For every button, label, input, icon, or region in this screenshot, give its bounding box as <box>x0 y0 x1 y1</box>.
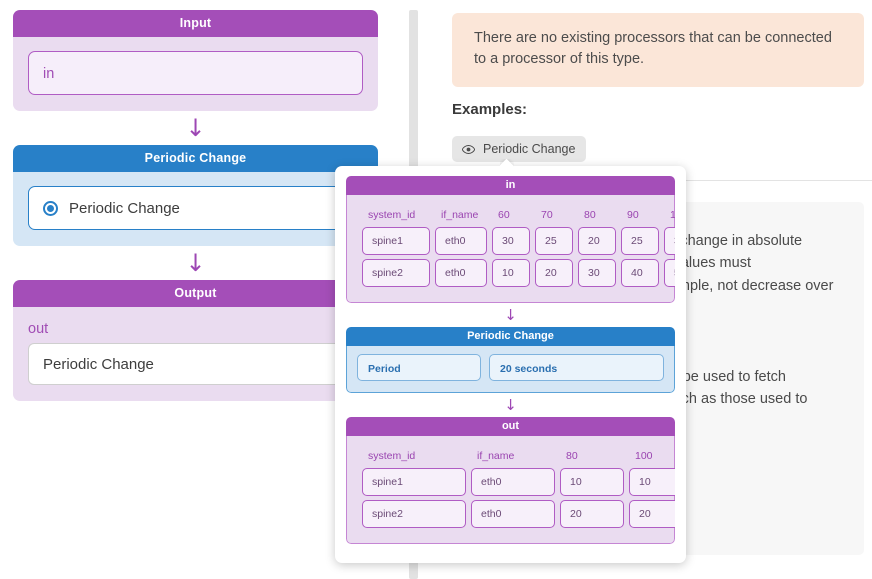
column-header: 100 <box>670 209 675 221</box>
radio-selected-icon[interactable] <box>43 200 58 216</box>
table-row: spine1 eth0 10 10 <box>362 468 675 496</box>
popup-out-table-card: out system_id if_name 80 100 spine1 eth0 <box>346 417 675 544</box>
table-row: spine2 eth0 10 20 30 40 50 <box>362 259 675 287</box>
output-name-label: out <box>28 321 49 337</box>
column-header: 70 <box>541 209 553 221</box>
table-header-row: system_id if_name 80 100 <box>362 448 675 464</box>
processor-option-row[interactable]: Periodic Change <box>28 186 363 230</box>
flow-arrow-processor-to-output: ↓ <box>185 249 206 277</box>
example-chip-periodic-change[interactable]: Periodic Change <box>452 136 587 162</box>
popup-out-table: system_id if_name 80 100 spine1 eth0 10 … <box>357 444 675 532</box>
popup-out-table-title: out <box>346 417 675 436</box>
popup-param-value: 20 seconds <box>489 354 664 381</box>
table-cell: spine1 <box>362 468 466 496</box>
output-card-body: out Periodic Change <box>13 307 378 401</box>
popup-processor-param-row: Period 20 seconds <box>357 354 664 381</box>
table-cell: 10 <box>629 468 675 496</box>
table-cell: spine2 <box>362 500 466 528</box>
column-header: system_id <box>368 209 416 221</box>
table-cell: eth0 <box>435 259 487 287</box>
table-cell: 25 <box>621 227 659 255</box>
column-header: 60 <box>498 209 510 221</box>
processor-card-title: Periodic Change <box>13 145 378 172</box>
processor-card-body: Periodic Change <box>13 172 378 246</box>
table-cell: 30 <box>492 227 530 255</box>
popup-arrow-processor-to-out: ↓ <box>504 395 517 414</box>
popup-processor-card: Periodic Change Period 20 seconds <box>346 327 675 393</box>
column-header: 100 <box>635 450 653 462</box>
table-cell: 20 <box>629 500 675 528</box>
popup-arrow-in-to-processor: ↓ <box>504 305 517 324</box>
table-header-row: system_id if_name 60 70 80 90 100 <box>362 207 675 223</box>
table-cell: 50 <box>664 259 675 287</box>
output-card: Output out Periodic Change <box>13 280 378 401</box>
column-header: 80 <box>566 450 578 462</box>
column-header: 90 <box>627 209 639 221</box>
output-value-field[interactable]: Periodic Change <box>28 343 363 385</box>
table-cell: 20 <box>535 259 573 287</box>
table-cell: 40 <box>621 259 659 287</box>
flow-arrow-input-to-processor: ↓ <box>185 114 206 142</box>
column-header: if_name <box>477 450 515 462</box>
processor-option-label: Periodic Change <box>69 199 180 217</box>
table-cell: 30 <box>664 227 675 255</box>
column-header: if_name <box>441 209 479 221</box>
popup-caret <box>500 159 514 167</box>
popup-out-table-body: system_id if_name 80 100 spine1 eth0 10 … <box>346 436 675 544</box>
table-cell: spine1 <box>362 227 430 255</box>
table-cell: spine2 <box>362 259 430 287</box>
table-cell: 30 <box>578 259 616 287</box>
eye-icon <box>462 144 475 154</box>
table-cell: 20 <box>560 500 624 528</box>
popup-in-table-card: in system_id if_name 60 70 80 90 100 <box>346 176 675 303</box>
example-preview-popup: in system_id if_name 60 70 80 90 100 <box>335 166 686 563</box>
popup-processor-title: Periodic Change <box>346 327 675 346</box>
processor-card: Periodic Change Periodic Change <box>13 145 378 246</box>
table-cell: eth0 <box>435 227 487 255</box>
input-name-field[interactable]: in <box>28 51 363 95</box>
popup-param-key: Period <box>357 354 481 381</box>
popup-processor-body: Period 20 seconds <box>346 346 675 393</box>
popup-in-table-body: system_id if_name 60 70 80 90 100 spine1… <box>346 195 675 303</box>
column-header: system_id <box>368 450 416 462</box>
table-cell: 10 <box>560 468 624 496</box>
table-row: spine2 eth0 20 20 <box>362 500 675 528</box>
input-card: Input in <box>13 10 378 111</box>
table-cell: 10 <box>492 259 530 287</box>
input-card-title: Input <box>13 10 378 37</box>
output-card-title: Output <box>13 280 378 307</box>
table-row: spine1 eth0 30 25 20 25 30 <box>362 227 675 255</box>
table-cell: 20 <box>578 227 616 255</box>
table-cell: eth0 <box>471 500 555 528</box>
no-processors-alert: There are no existing processors that ca… <box>452 13 864 88</box>
example-chip-label: Periodic Change <box>483 142 576 156</box>
table-cell: eth0 <box>471 468 555 496</box>
input-card-body: in <box>13 37 378 111</box>
column-header: 80 <box>584 209 596 221</box>
popup-in-table-title: in <box>346 176 675 195</box>
examples-heading: Examples: <box>452 101 528 118</box>
pipeline-column: Input in ↓ Periodic Change Periodic Chan… <box>13 10 378 401</box>
popup-in-table: system_id if_name 60 70 80 90 100 spine1… <box>357 203 675 291</box>
table-cell: 25 <box>535 227 573 255</box>
